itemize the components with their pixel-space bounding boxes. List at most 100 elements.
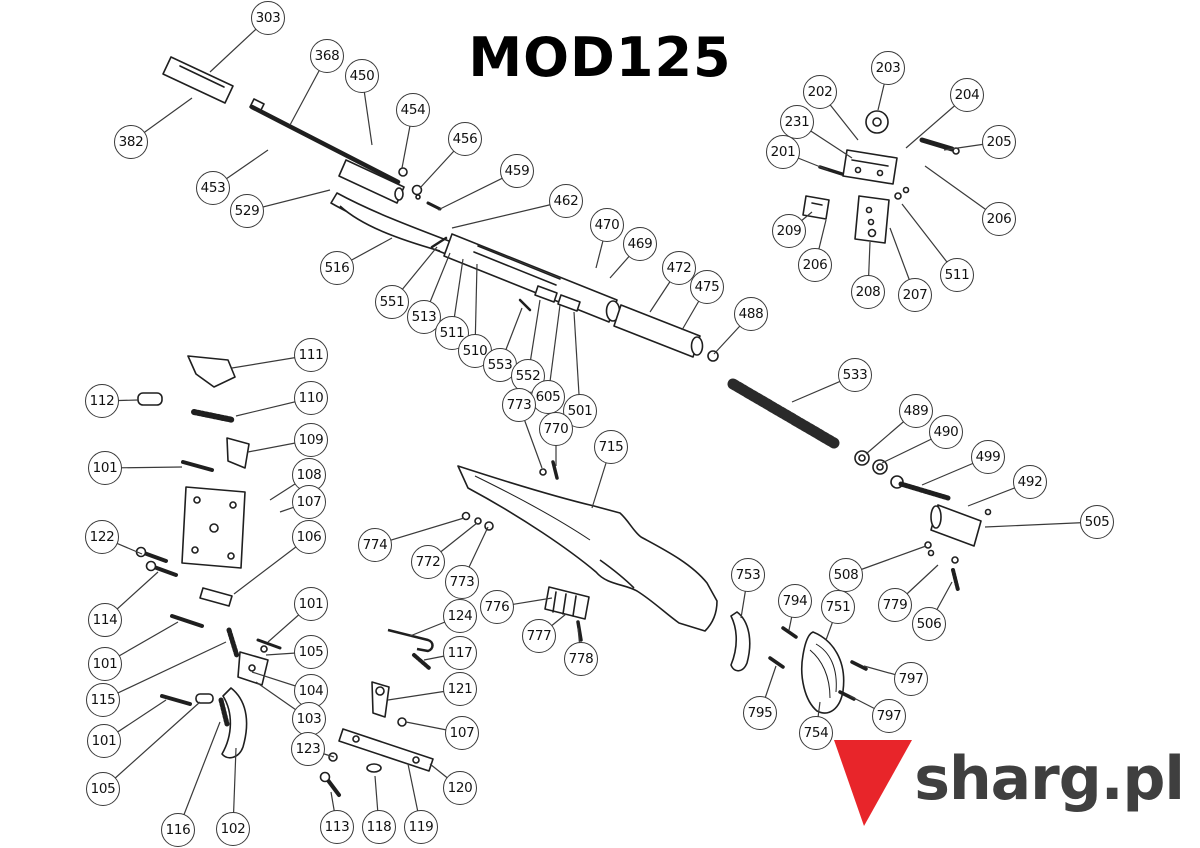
callout-105: 105 [294, 635, 328, 669]
callout-459: 459 [500, 154, 534, 188]
rear-cap-parts-drawing [855, 451, 991, 590]
callout-206: 206 [798, 248, 832, 282]
callout-207: 207 [898, 278, 932, 312]
rear-sight-drawing [803, 111, 959, 243]
callout-209: 209 [772, 214, 806, 248]
callout-206: 206 [982, 202, 1016, 236]
callout-105: 105 [86, 772, 120, 806]
callout-368: 368 [310, 39, 344, 73]
callout-111: 111 [294, 338, 328, 372]
callout-511: 511 [940, 258, 974, 292]
callout-529: 529 [230, 194, 264, 228]
logo: sharg.pl [834, 740, 1185, 826]
callout-488: 488 [734, 297, 768, 331]
callout-773: 773 [445, 565, 479, 599]
callout-753: 753 [731, 558, 765, 592]
callout-533: 533 [838, 358, 872, 392]
callout-492: 492 [1013, 465, 1047, 499]
muzzle-block-drawing [163, 57, 233, 103]
logo-triangle-icon [834, 740, 913, 826]
callout-776: 776 [480, 590, 514, 624]
callout-101: 101 [294, 587, 328, 621]
callout-107: 107 [292, 485, 326, 519]
callout-499: 499 [971, 440, 1005, 474]
callout-773: 773 [502, 388, 536, 422]
callout-797: 797 [872, 699, 906, 733]
callout-382: 382 [114, 125, 148, 159]
callout-551: 551 [375, 285, 409, 319]
callout-794: 794 [778, 584, 812, 618]
callout-201: 201 [766, 135, 800, 169]
callout-797: 797 [894, 662, 928, 696]
trigger-group-drawing [137, 356, 281, 758]
callout-115: 115 [86, 683, 120, 717]
callout-101: 101 [87, 724, 121, 758]
callout-231: 231 [780, 105, 814, 139]
callout-119: 119 [404, 810, 438, 844]
callout-505: 505 [1080, 505, 1114, 539]
callout-795: 795 [743, 696, 777, 730]
callout-123: 123 [291, 732, 325, 766]
callout-205: 205 [982, 125, 1016, 159]
callout-106: 106 [292, 520, 326, 554]
callout-203: 203 [871, 51, 905, 85]
callout-109: 109 [294, 423, 328, 457]
callout-779: 779 [878, 588, 912, 622]
callout-113: 113 [320, 810, 354, 844]
callout-454: 454 [396, 93, 430, 127]
scope-rail-parts-drawing [520, 286, 580, 311]
callout-107: 107 [445, 716, 479, 750]
callout-124: 124 [443, 599, 477, 633]
callout-508: 508 [829, 558, 863, 592]
callout-112: 112 [85, 384, 119, 418]
mainspring-drawing [733, 384, 834, 443]
callout-469: 469 [623, 227, 657, 261]
callout-754: 754 [799, 716, 833, 750]
piston-drawing [614, 305, 718, 361]
callout-122: 122 [85, 520, 119, 554]
callout-778: 778 [564, 642, 598, 676]
callout-202: 202 [803, 75, 837, 109]
callout-120: 120 [443, 771, 477, 805]
callout-475: 475 [690, 270, 724, 304]
callout-472: 472 [662, 251, 696, 285]
callout-490: 490 [929, 415, 963, 449]
buttpad-drawing [731, 612, 866, 713]
callout-208: 208 [851, 275, 885, 309]
callout-450: 450 [345, 59, 379, 93]
barrel-drawing [250, 99, 404, 203]
callout-102: 102 [216, 812, 250, 846]
callout-114: 114 [88, 603, 122, 637]
callout-101: 101 [88, 647, 122, 681]
safety-and-guard-drawing [321, 630, 434, 795]
callout-117: 117 [443, 636, 477, 670]
callout-121: 121 [443, 672, 477, 706]
callout-770: 770 [539, 412, 573, 446]
callout-116: 116 [161, 813, 195, 847]
callout-462: 462 [549, 184, 583, 218]
stock-drawing [458, 466, 717, 631]
callout-513: 513 [407, 300, 441, 334]
callout-506: 506 [912, 607, 946, 641]
callout-772: 772 [411, 545, 445, 579]
logo-text: sharg.pl [914, 744, 1185, 814]
callout-553: 553 [483, 348, 517, 382]
callout-501: 501 [563, 394, 597, 428]
callout-516: 516 [320, 251, 354, 285]
latch-block-drawing [545, 587, 589, 640]
callout-456: 456 [448, 122, 482, 156]
callout-103: 103 [292, 702, 326, 736]
callout-774: 774 [358, 528, 392, 562]
callout-303: 303 [251, 1, 285, 35]
callout-751: 751 [821, 590, 855, 624]
callout-118: 118 [362, 810, 396, 844]
callout-110: 110 [294, 381, 328, 415]
callout-101: 101 [88, 451, 122, 485]
callout-453: 453 [196, 171, 230, 205]
page-title: MOD125 [468, 26, 732, 89]
callout-489: 489 [899, 394, 933, 428]
callout-204: 204 [950, 78, 984, 112]
callout-605: 605 [531, 380, 565, 414]
